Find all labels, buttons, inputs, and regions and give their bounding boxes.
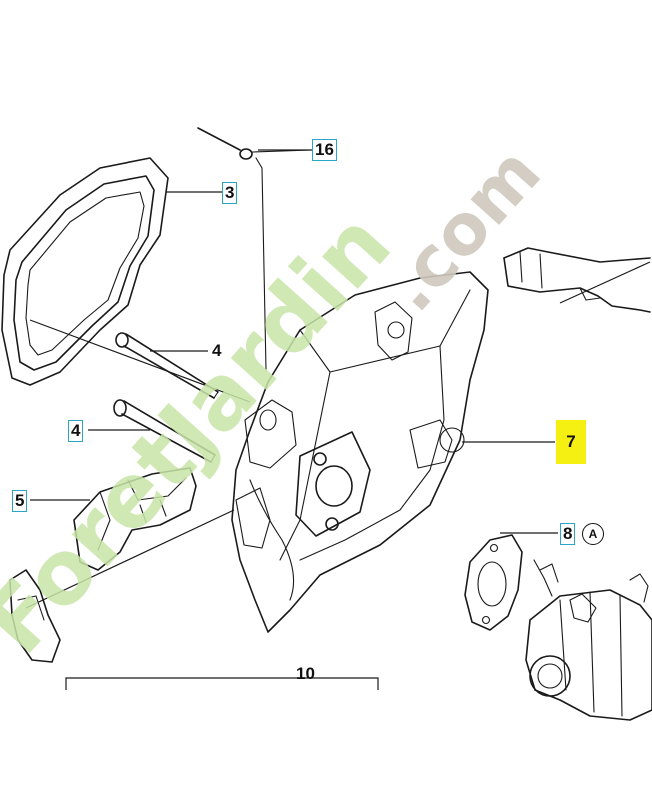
- callout-8[interactable]: 8: [560, 523, 576, 545]
- bracket-fragment-right: [503, 247, 651, 313]
- callout-5[interactable]: 5: [12, 490, 28, 512]
- bracket-fragment-left: [9, 569, 61, 663]
- leader-10-bracket: [65, 677, 379, 690]
- housing-part: [231, 271, 489, 633]
- callout-4-lower[interactable]: 4: [68, 420, 84, 442]
- callout-16[interactable]: 16: [312, 139, 337, 161]
- bolt-part-upper: [115, 332, 219, 399]
- callout-3[interactable]: 3: [222, 182, 238, 204]
- callout-7[interactable]: 7: [556, 420, 586, 464]
- leader-bracket-right: [559, 261, 651, 304]
- gasket-frame-part: [1, 157, 169, 386]
- callout-4-upper[interactable]: 4: [212, 341, 222, 360]
- leader-gasket-to-housing: [29, 319, 251, 403]
- clip-part: [73, 467, 197, 571]
- callout-10[interactable]: 10: [296, 664, 315, 683]
- bolt-part-lower: [113, 399, 216, 463]
- carb-gasket-part: [464, 534, 523, 631]
- callout-a-circle[interactable]: A: [582, 523, 604, 545]
- carburetor-part: [525, 559, 652, 721]
- pin-part: [197, 127, 313, 371]
- leader-bracket-left: [25, 509, 235, 609]
